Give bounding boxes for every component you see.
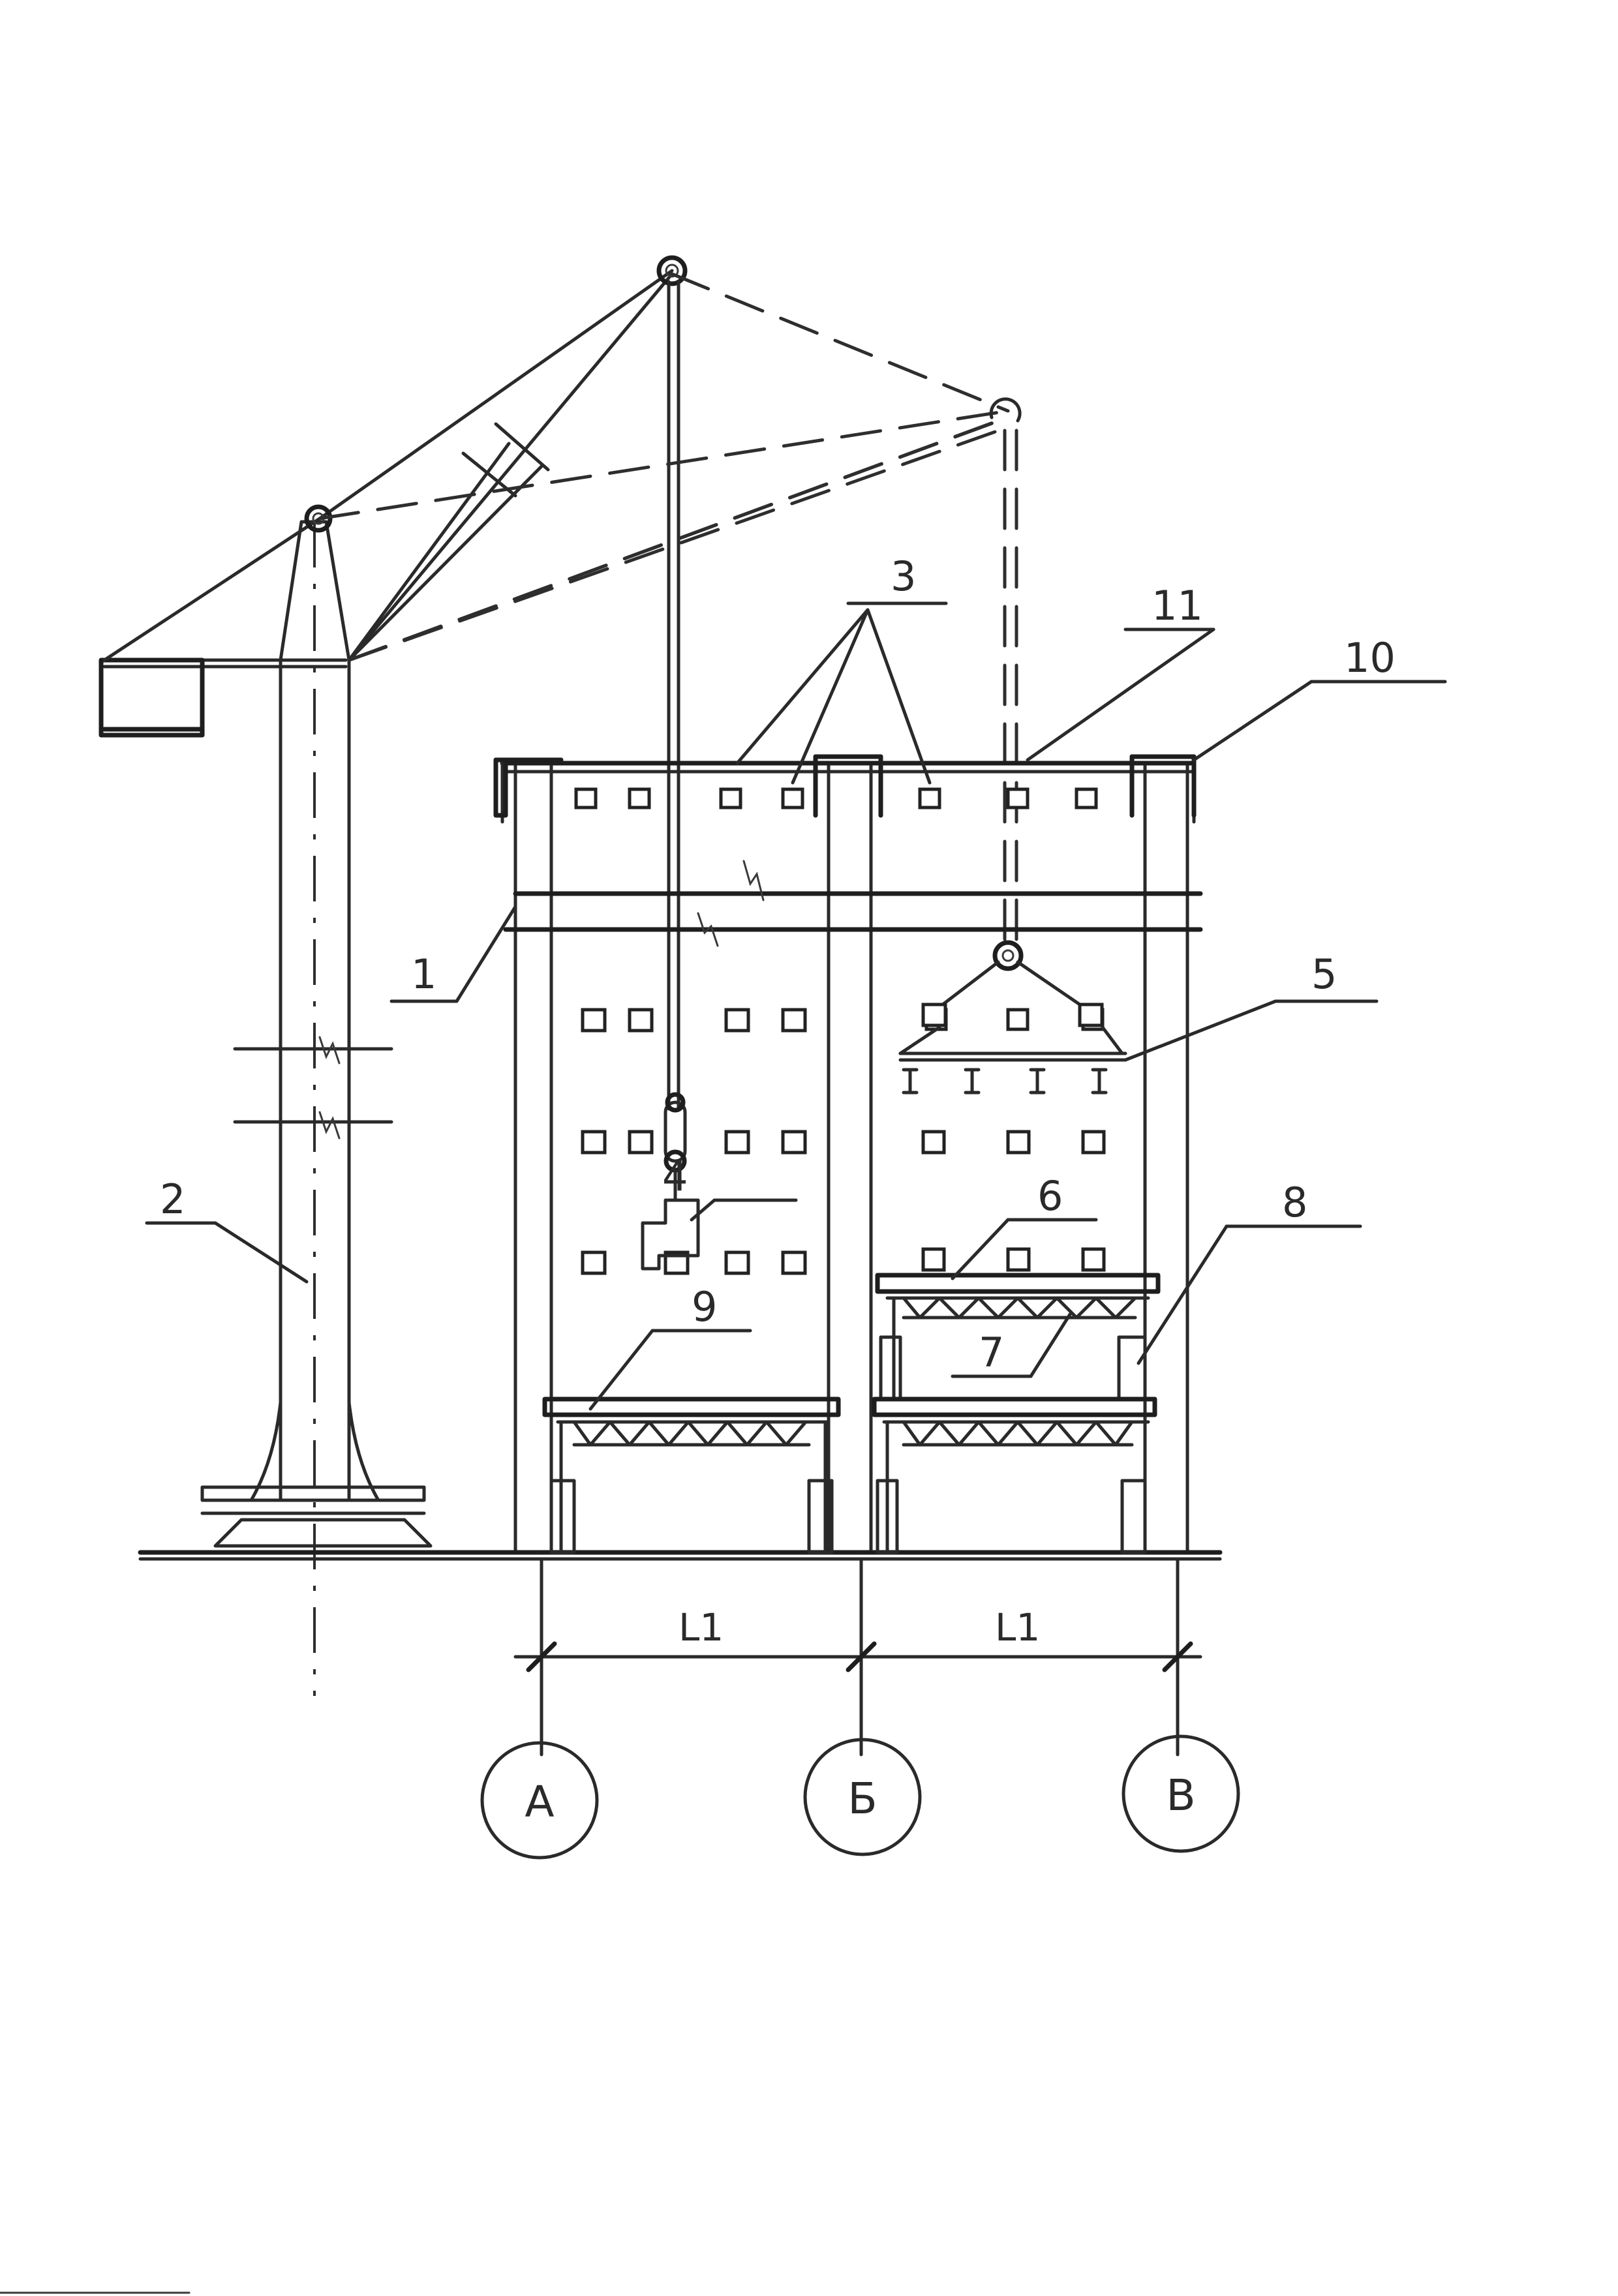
- dimension-span-right: L1: [995, 1605, 1040, 1650]
- axis-a: A: [525, 1777, 554, 1827]
- label-2: 2: [160, 1175, 185, 1223]
- callout-labels: 1 2 3 4 5 6 7 8 9 10 11: [160, 552, 1396, 1376]
- label-5: 5: [1311, 950, 1337, 998]
- tower-crane: [99, 255, 1022, 1696]
- lower-platforms: [542, 1397, 1157, 1554]
- lifted-element: [641, 1198, 700, 1271]
- raised-platform: [875, 1273, 1161, 1401]
- lifting-traverse: [898, 940, 1127, 1095]
- window-openings: [574, 787, 1106, 1275]
- label-3: 3: [891, 552, 916, 600]
- grid-axes: A Б В: [480, 1734, 1240, 1860]
- label-7: 7: [979, 1329, 1004, 1376]
- label-6: 6: [1037, 1172, 1063, 1220]
- axis-c: В: [1166, 1770, 1195, 1820]
- leader-lines: [145, 601, 1447, 1411]
- label-10: 10: [1344, 634, 1396, 682]
- axis-b: Б: [847, 1774, 877, 1824]
- dimension-span-left: L1: [679, 1605, 724, 1650]
- dimension-lines: L1 L1: [513, 1557, 1202, 1757]
- label-11: 11: [1152, 582, 1203, 629]
- label-9: 9: [692, 1283, 717, 1331]
- label-1: 1: [411, 950, 436, 998]
- label-8: 8: [1282, 1179, 1307, 1226]
- label-4: 4: [662, 1153, 688, 1200]
